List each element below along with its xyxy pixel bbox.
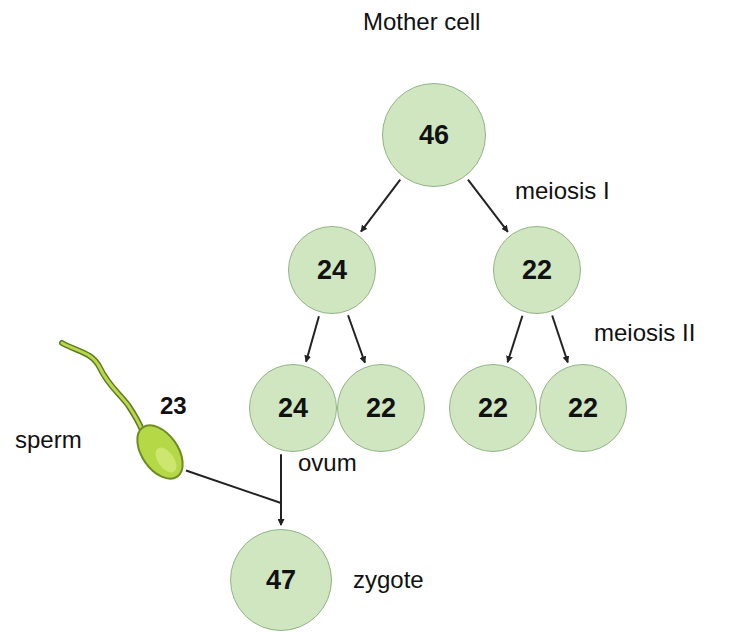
cell: 22 bbox=[337, 364, 425, 452]
sperm-head bbox=[128, 417, 192, 487]
cell: 22 bbox=[493, 226, 581, 314]
stage-label: meiosis I bbox=[515, 178, 610, 204]
stage-label: meiosis II bbox=[594, 320, 695, 346]
chromosome-number: 22 bbox=[366, 393, 396, 424]
arrow-connector bbox=[468, 180, 508, 232]
zygote-cell: 47zygote bbox=[230, 529, 332, 631]
cell-label: zygote bbox=[353, 567, 424, 593]
chromosome-number: 22 bbox=[568, 393, 598, 424]
arrow-connector bbox=[508, 316, 523, 363]
chromosome-number: 47 bbox=[266, 565, 296, 596]
arrow-connector bbox=[348, 315, 365, 363]
chromosome-number: 22 bbox=[478, 393, 508, 424]
cell-label: Mother cell bbox=[363, 9, 480, 35]
chromosome-number: 46 bbox=[419, 120, 449, 151]
chromosome-number: 22 bbox=[522, 255, 552, 286]
sperm-head-highlight bbox=[151, 444, 180, 476]
sperm: 23sperm bbox=[132, 428, 188, 478]
cell-label: 23 bbox=[160, 393, 187, 419]
mother-cell: 46Mother cell bbox=[382, 83, 486, 187]
cell: 22 bbox=[449, 364, 537, 452]
sperm-tail bbox=[62, 343, 142, 430]
arrow-connector bbox=[186, 471, 281, 526]
cell: 22 bbox=[539, 364, 627, 452]
arrow-connector bbox=[552, 316, 568, 363]
ovum-cell: 24ovum bbox=[249, 364, 337, 452]
arrow-connector bbox=[361, 180, 400, 232]
cell: 24 bbox=[288, 226, 376, 314]
chromosome-number: 24 bbox=[317, 255, 347, 286]
sperm-tail-inner bbox=[62, 343, 142, 430]
arrow-connector bbox=[306, 316, 319, 362]
cell-label: sperm bbox=[15, 427, 82, 453]
chromosome-number: 24 bbox=[278, 393, 308, 424]
cell-label: ovum bbox=[298, 450, 357, 476]
